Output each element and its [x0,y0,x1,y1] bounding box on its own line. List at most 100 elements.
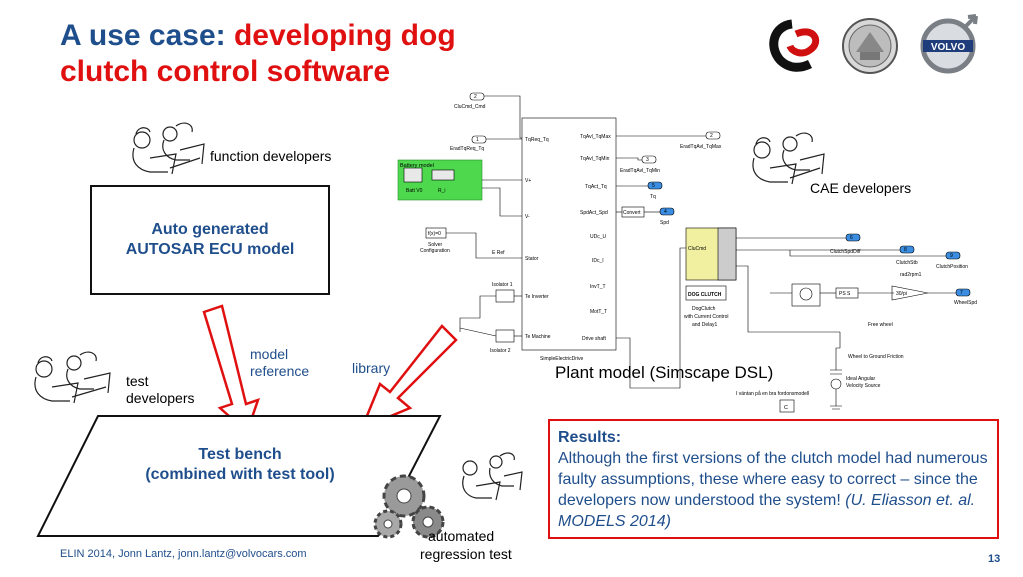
test-developers-icon [34,351,111,404]
out2-num: 2 [710,133,713,139]
library-label: library [352,360,391,376]
gain-block [891,285,929,301]
battery-label: Battery model [400,163,434,169]
model-reference-line-1: model [250,346,289,362]
page-number: 13 [988,553,1001,565]
port-vplus: V+ [525,178,531,184]
clucmd-port-label: CluCmd [688,246,706,252]
out4-label: Spd [660,220,669,226]
test-developers-line-1: test [126,373,149,389]
automated-test-icon [462,452,523,501]
gears-icon [373,474,445,539]
test-developers-line-2: developers [126,390,195,406]
outport-2 [705,131,721,140]
dog-clutch-label: DOG CLUTCH [688,292,722,298]
out7-num: 7 [960,290,963,296]
tqreq-label: EradTqReq_Tq [450,146,484,152]
gain-label: 30/pi [896,291,907,297]
out6-num: 6 [850,235,853,241]
model-reference-label: model reference [250,346,309,380]
inport-tqreq [471,135,487,144]
speed-sensor-block [791,283,821,307]
port-te-machine: Te Machine [525,334,551,340]
convert-label: Convert [623,210,641,216]
battery-v0-label: Batt V0 [406,188,423,194]
velocity-source-icon [830,378,842,390]
drive-name-label: SimpleElectricDrive [540,356,584,362]
autosar-line-1: Auto generated [151,221,269,238]
port-udc: UDc_U [590,234,607,240]
port-spdact: SpdAct_Spd [580,210,608,216]
outport-9 [945,251,961,260]
port-tqact: TqAct_Tq [585,184,607,190]
dog-desc-1: DogClutch [692,306,716,312]
port-tqreq: TqReq_Tq [525,137,549,143]
test-bench-line-1: Test bench [198,446,282,463]
simple-electric-drive-block [521,117,617,351]
out4-num: 4 [664,209,667,215]
test-bench-text: Test bench (combined with test tool) [110,445,370,485]
logos: VOLVO [769,14,978,74]
test-bench-shape [36,415,442,537]
isolator-2-label: Isolator 2 [490,348,511,354]
out8-num: 8 [904,247,907,253]
plant-model-label: Plant model (Simscape DSL) [555,363,774,382]
model-reference-line-2: reference [250,363,310,379]
out5-label: Tq [650,194,656,200]
automated-line-2: regression test [420,546,512,562]
isolator-2-block [495,329,515,343]
port-drive-shaft: Drive shaft [582,336,607,342]
outport-6 [845,233,861,242]
automated-regression-label: automated regression test [420,527,512,563]
out3-label: EradTqAvl_TqMin [620,168,660,174]
test-developers-label: test developers [126,373,195,407]
source-label-1: Ideal Angular [846,376,876,382]
source-label-2: Velocity Source [846,383,881,389]
clucmd-label: CluCmd_Cmd [454,104,486,110]
eref-label: E Ref [492,250,505,256]
footer-text: ELIN 2014, Jonn Lantz, jonn.lantz@volvoc… [60,548,307,560]
freewheel-label: Free wheel [868,322,893,328]
test-bench-line-2: (combined with test tool) [145,466,335,483]
dog-desc-3: and Delay1 [692,322,718,328]
simulink-note: I väntan på en bra fordonsmodell [736,390,809,397]
out2-label: EradTqAvl_TqMax [680,144,722,150]
solver-fx-label: f(x)=0 [428,231,441,237]
port-tqavl-tqmin: TqAvl_TqMin [580,156,610,162]
c-block-label: C [784,405,788,411]
title-part-2: developing dog [233,19,456,52]
function-developers-icon [132,122,205,175]
clucmd-num: 2 [474,94,477,100]
results-body: Although the first versions of the clutc… [558,450,988,509]
port-idc: IDc_I [592,258,604,264]
out3-num: 3 [646,157,649,163]
out5-num: 5 [652,183,655,189]
c-block [779,399,795,413]
dog-desc-2: with Current Control [684,314,728,320]
function-developers-label: function developers [210,148,332,164]
simulink-diagram: 2 CluCmd_Cmd 1 EradTqReq_Tq Battery mode… [397,92,977,413]
autosar-ecu-model-box: Auto generated AUTOSAR ECU model [90,185,330,295]
page-title: A use case: developing dog clutch contro… [60,18,456,90]
isolator-1-block [495,289,515,303]
outport-3 [641,155,657,164]
autosar-line-2: AUTOSAR ECU model [125,241,295,258]
port-tqavl-tqmax: TqAvl_TqMax [580,134,611,140]
out8-label: ClutchStb [896,260,918,266]
cae-developers-label: CAE developers [810,180,912,196]
rad2rpm-label: rad2rpm1 [900,272,922,278]
outport-5 [647,181,663,190]
port-stator: Stator [525,256,539,262]
university-seal-icon [842,18,898,74]
outport-8 [899,245,915,254]
solver-config-label: Configuration [420,248,450,254]
battery-ri-label: R_i [438,188,446,194]
outport-7 [955,288,971,297]
automated-line-1: automated [428,528,495,544]
out9-label: ClutchPosition [936,264,968,270]
volvo-logo: VOLVO [920,14,978,74]
title-line-2: clutch control software [60,55,391,88]
friction-label: Wheel to Ground Friction [848,354,904,360]
out6-label: ClutchSpdDiff [830,249,861,255]
